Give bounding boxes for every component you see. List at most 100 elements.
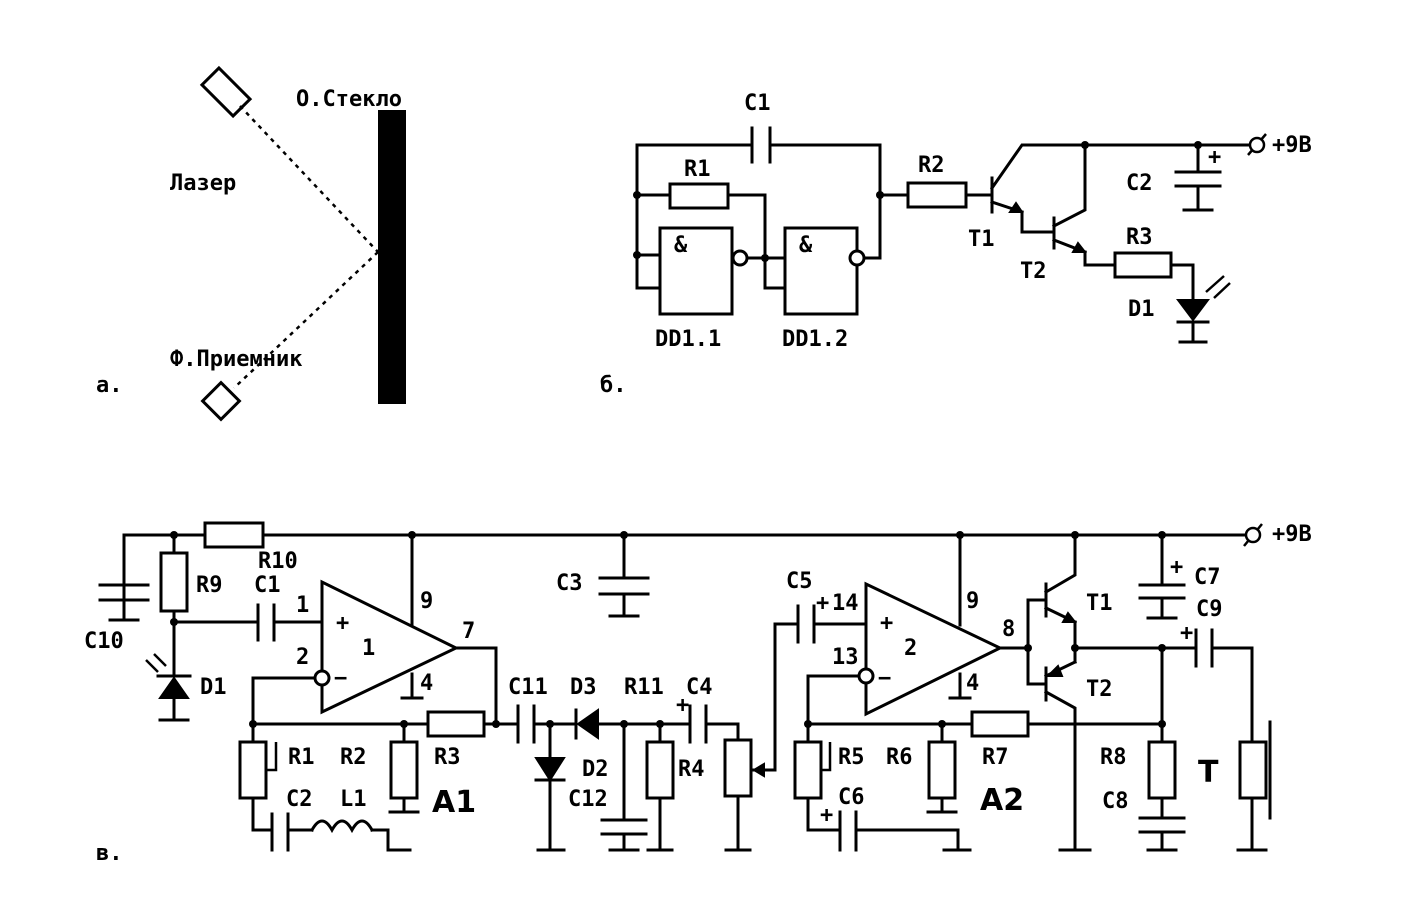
- c3-label: C3: [556, 571, 583, 596]
- d1-label: D1: [1128, 297, 1155, 322]
- panel-a-label: а.: [96, 373, 123, 398]
- c6-label: C6: [838, 785, 865, 810]
- r1-label: R1: [684, 157, 711, 182]
- opamp-1: [320, 579, 460, 715]
- r4-potentiometer: [723, 738, 753, 798]
- r5-potentiometer: [793, 740, 823, 800]
- svg-text:7: 7: [462, 619, 475, 644]
- d3-label: D3: [570, 675, 597, 700]
- r2-label-c: R2: [340, 745, 367, 770]
- panel-c-label: в.: [96, 841, 123, 866]
- panel-b-laser-driver: C1 R1 & DD1.1 & DD1.2 R2 T1: [600, 91, 1312, 398]
- r4-label: R4: [678, 757, 705, 782]
- svg-text:1: 1: [362, 636, 375, 661]
- c2-label: C2: [1126, 171, 1153, 196]
- svg-text:14: 14: [832, 591, 859, 616]
- r1-resistor: [668, 182, 730, 210]
- r6-resistor: [927, 740, 957, 800]
- r3-label: R3: [1126, 225, 1153, 250]
- c12-label: C12: [568, 787, 608, 812]
- svg-text:13: 13: [832, 645, 859, 670]
- c7-label: C7: [1194, 565, 1221, 590]
- dd1-2-gate: [783, 226, 859, 316]
- dd1-1-gate: [658, 226, 734, 316]
- svg-text:+: +: [676, 693, 689, 718]
- svg-text:8: 8: [1002, 617, 1015, 642]
- svg-text:2: 2: [296, 645, 309, 670]
- svg-text:2: 2: [904, 636, 917, 661]
- svg-text:9: 9: [420, 589, 433, 614]
- earphone-t: [1238, 740, 1268, 800]
- c4-label: C4: [686, 675, 713, 700]
- l1-inductor: [309, 819, 375, 834]
- c10-label: C10: [84, 629, 124, 654]
- d1-label-c: D1: [200, 675, 227, 700]
- t1-label-c: T1: [1086, 591, 1113, 616]
- r3-resistor: [1113, 251, 1173, 279]
- d3-diode: [576, 708, 599, 740]
- c1-label: C1: [744, 91, 771, 116]
- c11-label: C11: [508, 675, 548, 700]
- receiver-label: Ф.Приемник: [170, 347, 302, 372]
- svg-text:+: +: [880, 611, 893, 636]
- glass-pane: [378, 110, 406, 404]
- svg-text:−: −: [878, 666, 891, 691]
- svg-text:+: +: [1170, 555, 1183, 580]
- t2-label-c: T2: [1086, 677, 1113, 702]
- r2-resistor-c: [389, 740, 419, 800]
- panel-b-label: б.: [600, 373, 627, 398]
- r10-label: R10: [258, 549, 298, 574]
- dd1-2-inverter-bubble: [848, 249, 866, 267]
- r1-potentiometer: [238, 740, 268, 800]
- l1-label: L1: [340, 787, 367, 812]
- r7-label: R7: [982, 745, 1009, 770]
- svg-text:4: 4: [966, 671, 979, 696]
- r11-resistor: [645, 740, 675, 800]
- panel-c-receiver-amplifier: +9В R10 C10 R9 D1 C1: [84, 521, 1312, 866]
- r3-resistor-c: [426, 710, 486, 738]
- c8-label: C8: [1102, 789, 1129, 814]
- dd1-1-inverter-bubble: [731, 249, 749, 267]
- r2-label: R2: [918, 153, 945, 178]
- c9-label: C9: [1196, 597, 1223, 622]
- svg-text:9: 9: [966, 589, 979, 614]
- svg-text:+: +: [820, 803, 833, 828]
- r9-resistor: [159, 551, 189, 613]
- svg-text:−: −: [334, 666, 347, 691]
- r5-label: R5: [838, 745, 865, 770]
- panel-a-optical-setup: О.Стекло Лазер Ф.Приемник а.: [96, 65, 406, 422]
- r2-resistor: [906, 181, 968, 209]
- d1-led: [1176, 299, 1210, 322]
- r3-label-c: R3: [434, 745, 461, 770]
- laser-beam: [239, 105, 379, 253]
- glass-label: О.Стекло: [296, 87, 402, 112]
- t1-label: T1: [968, 227, 995, 252]
- dd1-2-label: DD1.2: [782, 327, 848, 352]
- svg-text:&: &: [799, 233, 813, 258]
- c5-label: C5: [786, 569, 813, 594]
- r1-label-c: R1: [288, 745, 315, 770]
- r8-label: R8: [1100, 745, 1127, 770]
- reflected-beam: [233, 251, 379, 389]
- c1-label-c: C1: [254, 573, 281, 598]
- r7-resistor: [970, 710, 1030, 738]
- r10-resistor: [203, 521, 265, 549]
- svg-text:+: +: [1180, 621, 1193, 646]
- dd1-1-label: DD1.1: [655, 327, 721, 352]
- svg-text:+: +: [336, 611, 349, 636]
- a2-label: A2: [980, 783, 1024, 818]
- c2-label-c: C2: [286, 787, 313, 812]
- r9-label: R9: [196, 573, 223, 598]
- svg-text:+: +: [1208, 145, 1221, 170]
- svg-text:1: 1: [296, 593, 309, 618]
- supply-label-c: +9В: [1272, 522, 1312, 547]
- d1-photodiode: [158, 676, 190, 699]
- laser-label: Лазер: [170, 171, 236, 196]
- t-label: T: [1198, 755, 1219, 790]
- r8-resistor: [1147, 740, 1177, 800]
- supply-label-b: +9В: [1272, 133, 1312, 158]
- t2-label: T2: [1020, 259, 1047, 284]
- svg-text:&: &: [674, 233, 688, 258]
- a1-label: A1: [432, 785, 476, 820]
